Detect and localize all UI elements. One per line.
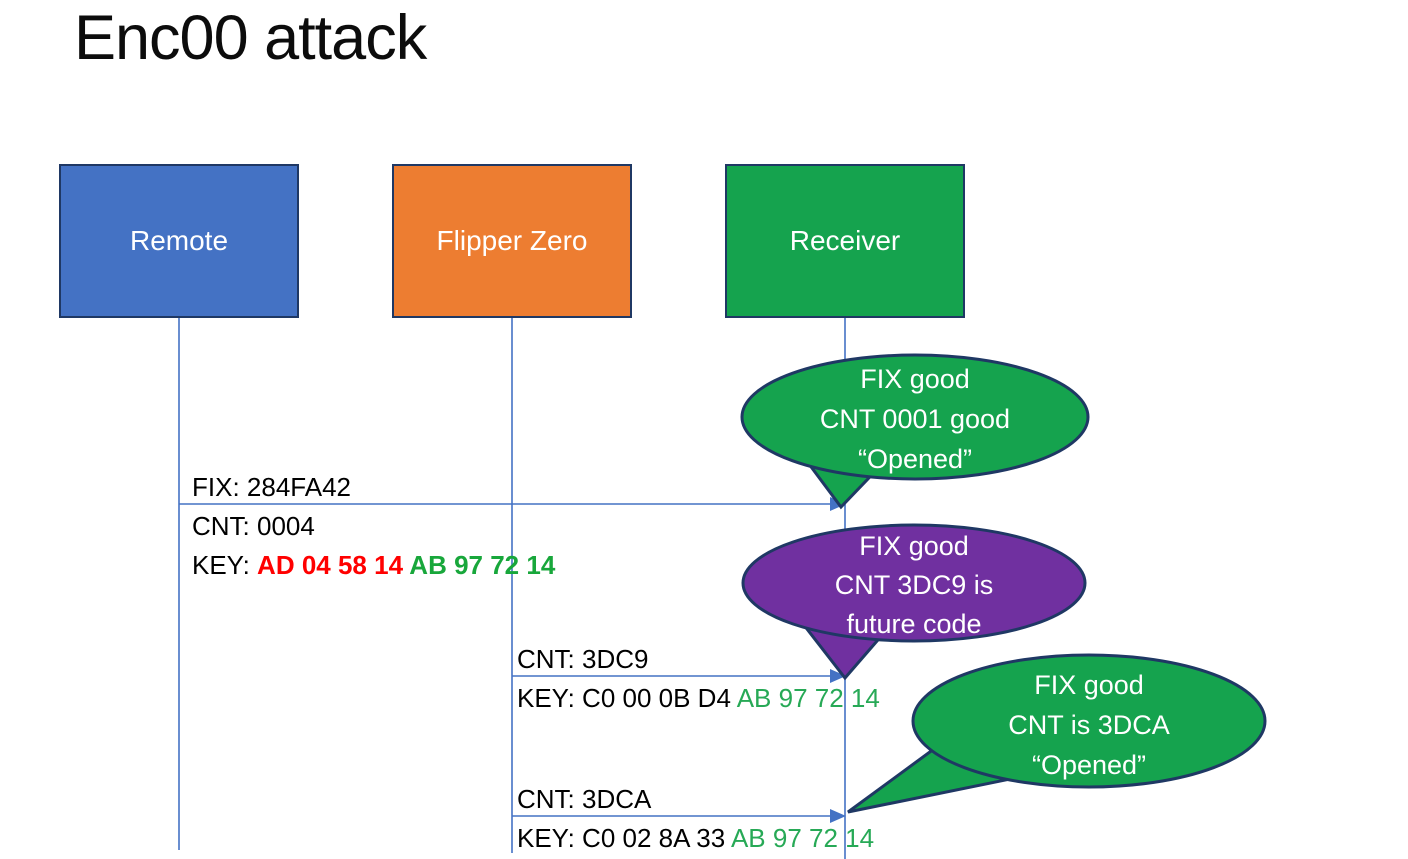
arrowhead-icon-2: [830, 669, 846, 683]
callout-line: CNT 3DC9 is: [834, 570, 994, 600]
callout-2-text: FIX good CNT 3DC9 is future code: [744, 527, 1084, 644]
callout-bubble-3: [847, 653, 1267, 814]
arrowhead-icon-3: [830, 809, 846, 823]
message-3-cnt-label: CNT: 3DCA: [517, 784, 652, 814]
page-title: Enc00 attack: [74, 3, 427, 73]
message-2-key-label: KEY: C0 00 0B D4 AB 97 72 14: [517, 682, 880, 714]
callout-3-text: FIX good CNT is 3DCA “Opened”: [919, 665, 1259, 785]
callout-ellipse-3: [911, 653, 1267, 789]
actor-box-remote: Remote: [59, 164, 299, 318]
actor-label-receiver: Receiver: [789, 225, 901, 256]
key-prefix: KEY: C0 00 0B D4: [517, 683, 737, 713]
message-1-key-label: KEY: AD 04 58 14 AB 97 72 14: [192, 549, 555, 581]
message-1-cnt-label: CNT: 0004: [192, 511, 315, 541]
callout-line: CNT 0001 good: [819, 404, 1011, 434]
callout-line: “Opened”: [857, 444, 973, 474]
callout-line: FIX good: [859, 531, 969, 561]
actor-box-flipper-zero: Flipper Zero: [392, 164, 632, 318]
callout-line: “Opened”: [1031, 750, 1147, 780]
key-green-bytes: AB 97 72 14: [736, 683, 880, 713]
actor-label-flipper-zero: Flipper Zero: [436, 225, 588, 256]
key-red-bytes: AD 04 58 14: [257, 550, 410, 580]
callout-line: future code: [846, 609, 982, 639]
callout-bubble-2: [741, 523, 1087, 681]
actor-label-remote: Remote: [129, 225, 229, 256]
key-prefix: KEY: C0 02 8A 33: [517, 823, 731, 853]
callout-1-text: FIX good CNT 0001 good “Opened”: [745, 359, 1085, 479]
message-2-cnt-label: CNT: 3DC9: [517, 644, 649, 674]
callout-ellipse-2: [741, 523, 1087, 643]
callout-ellipse-1: [740, 353, 1090, 481]
actor-box-receiver: Receiver: [725, 164, 965, 318]
callout-line: CNT is 3DCA: [1008, 710, 1170, 740]
message-3-key-label: KEY: C0 02 8A 33 AB 97 72 14: [517, 822, 874, 854]
key-prefix: KEY:: [192, 550, 258, 580]
key-green-bytes: AB 97 72 14: [730, 823, 875, 853]
message-1-fix-label: FIX: 284FA42: [192, 472, 351, 502]
callout-line: FIX good: [1034, 670, 1144, 700]
callout-line: FIX good: [860, 364, 970, 394]
callout-bubble-1: [740, 353, 1090, 510]
key-green-bytes: AB 97 72 14: [409, 550, 556, 580]
